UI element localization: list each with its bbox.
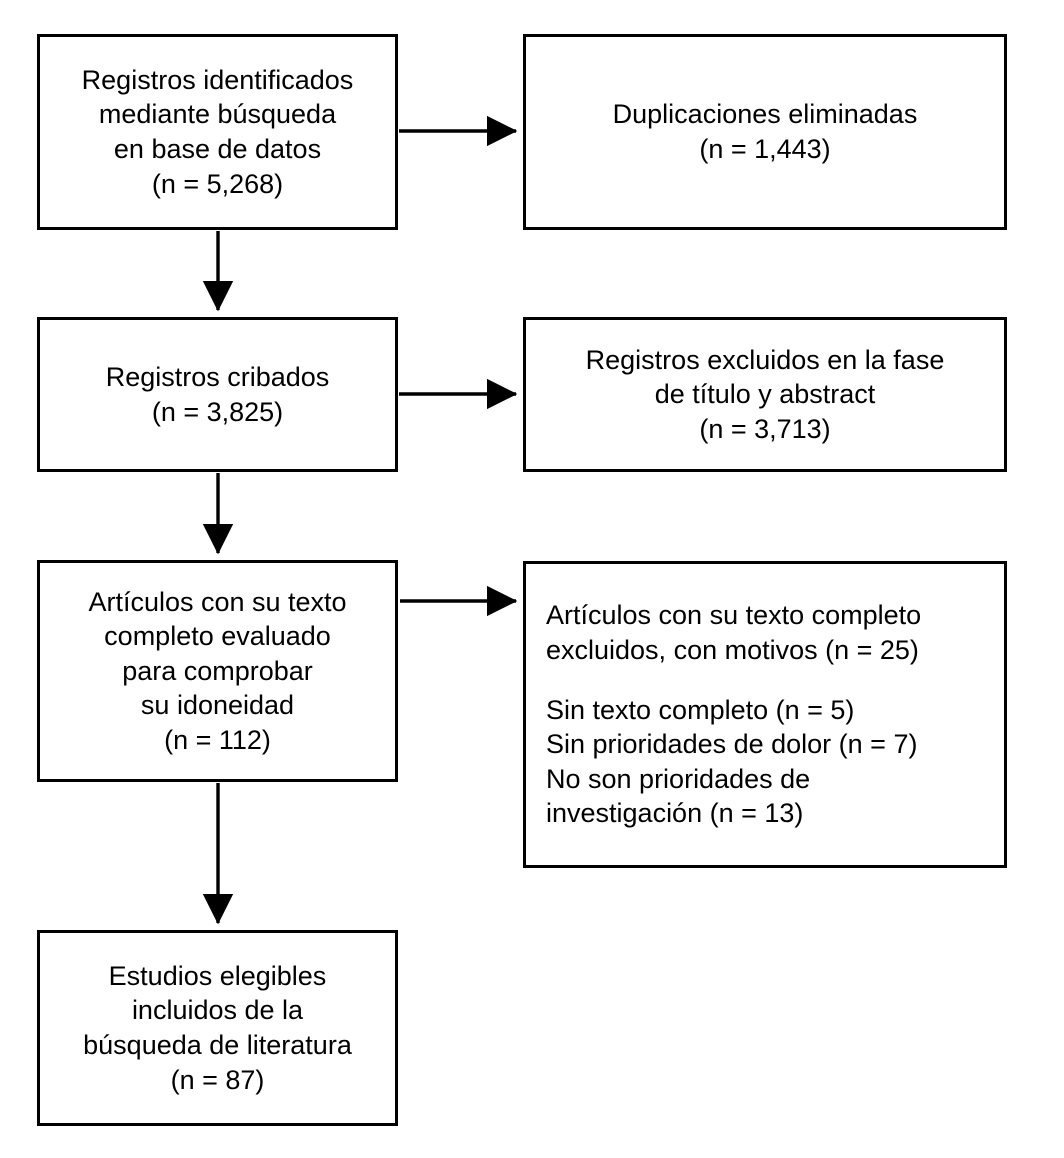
box-line: en base de datos	[113, 134, 322, 164]
box-count: (n = 87)	[170, 1064, 265, 1095]
box-count: (n = 3,825)	[151, 396, 284, 427]
box-line: Duplicaciones eliminadas	[612, 99, 918, 130]
box-line: búsqueda de literatura	[83, 1030, 352, 1060]
box-line: Artículos con su texto completo	[546, 600, 922, 631]
box-count: (n = 1,443)	[699, 134, 831, 164]
box-line: mediante búsqueda	[98, 99, 337, 130]
box-reason-line: No son prioridades de	[546, 763, 811, 794]
box-studies-included: Estudios elegibles incluidos de la búsqu…	[37, 930, 398, 1126]
box-count: (n = 5,268)	[151, 168, 284, 199]
box-line: Registros identificados	[81, 64, 354, 95]
box-records-excluded: Registros excluidos en la fase de título…	[523, 317, 1007, 472]
box-records-identified: Registros identificados mediante búsqued…	[37, 34, 398, 230]
box-count: (n = 3,713)	[699, 413, 831, 444]
box-fulltext-assessed: Artículos con su texto completo evaluado…	[37, 560, 398, 782]
box-line: incluidos de la	[131, 995, 304, 1026]
box-line: Registros cribados	[105, 361, 330, 392]
box-reason-line: Sin prioridades de dolor (n = 7)	[546, 729, 918, 760]
box-duplicates-removed: Duplicaciones eliminadas (n = 1,443)	[523, 34, 1007, 230]
box-records-screened: Registros cribados (n = 3,825)	[37, 317, 398, 472]
box-line: su idoneidad	[140, 690, 295, 721]
box-line: Registros excluidos en la fase	[585, 344, 945, 375]
box-line: para comprobar	[122, 655, 313, 686]
box-fulltext-excluded: Artículos con su texto completo excluido…	[523, 561, 1007, 868]
box-line: Estudios elegibles	[108, 960, 327, 991]
box-reason-line: investigación (n = 13)	[546, 798, 804, 829]
box-line: Artículos con su texto	[88, 586, 347, 617]
box-line: de título y abstract	[654, 379, 876, 410]
box-count: (n = 112)	[164, 724, 271, 755]
box-line: completo evaluado	[104, 621, 331, 652]
box-line: excluidos, con motivos (n = 25)	[546, 634, 919, 665]
box-reason-line: Sin texto completo (n = 5)	[546, 694, 855, 725]
